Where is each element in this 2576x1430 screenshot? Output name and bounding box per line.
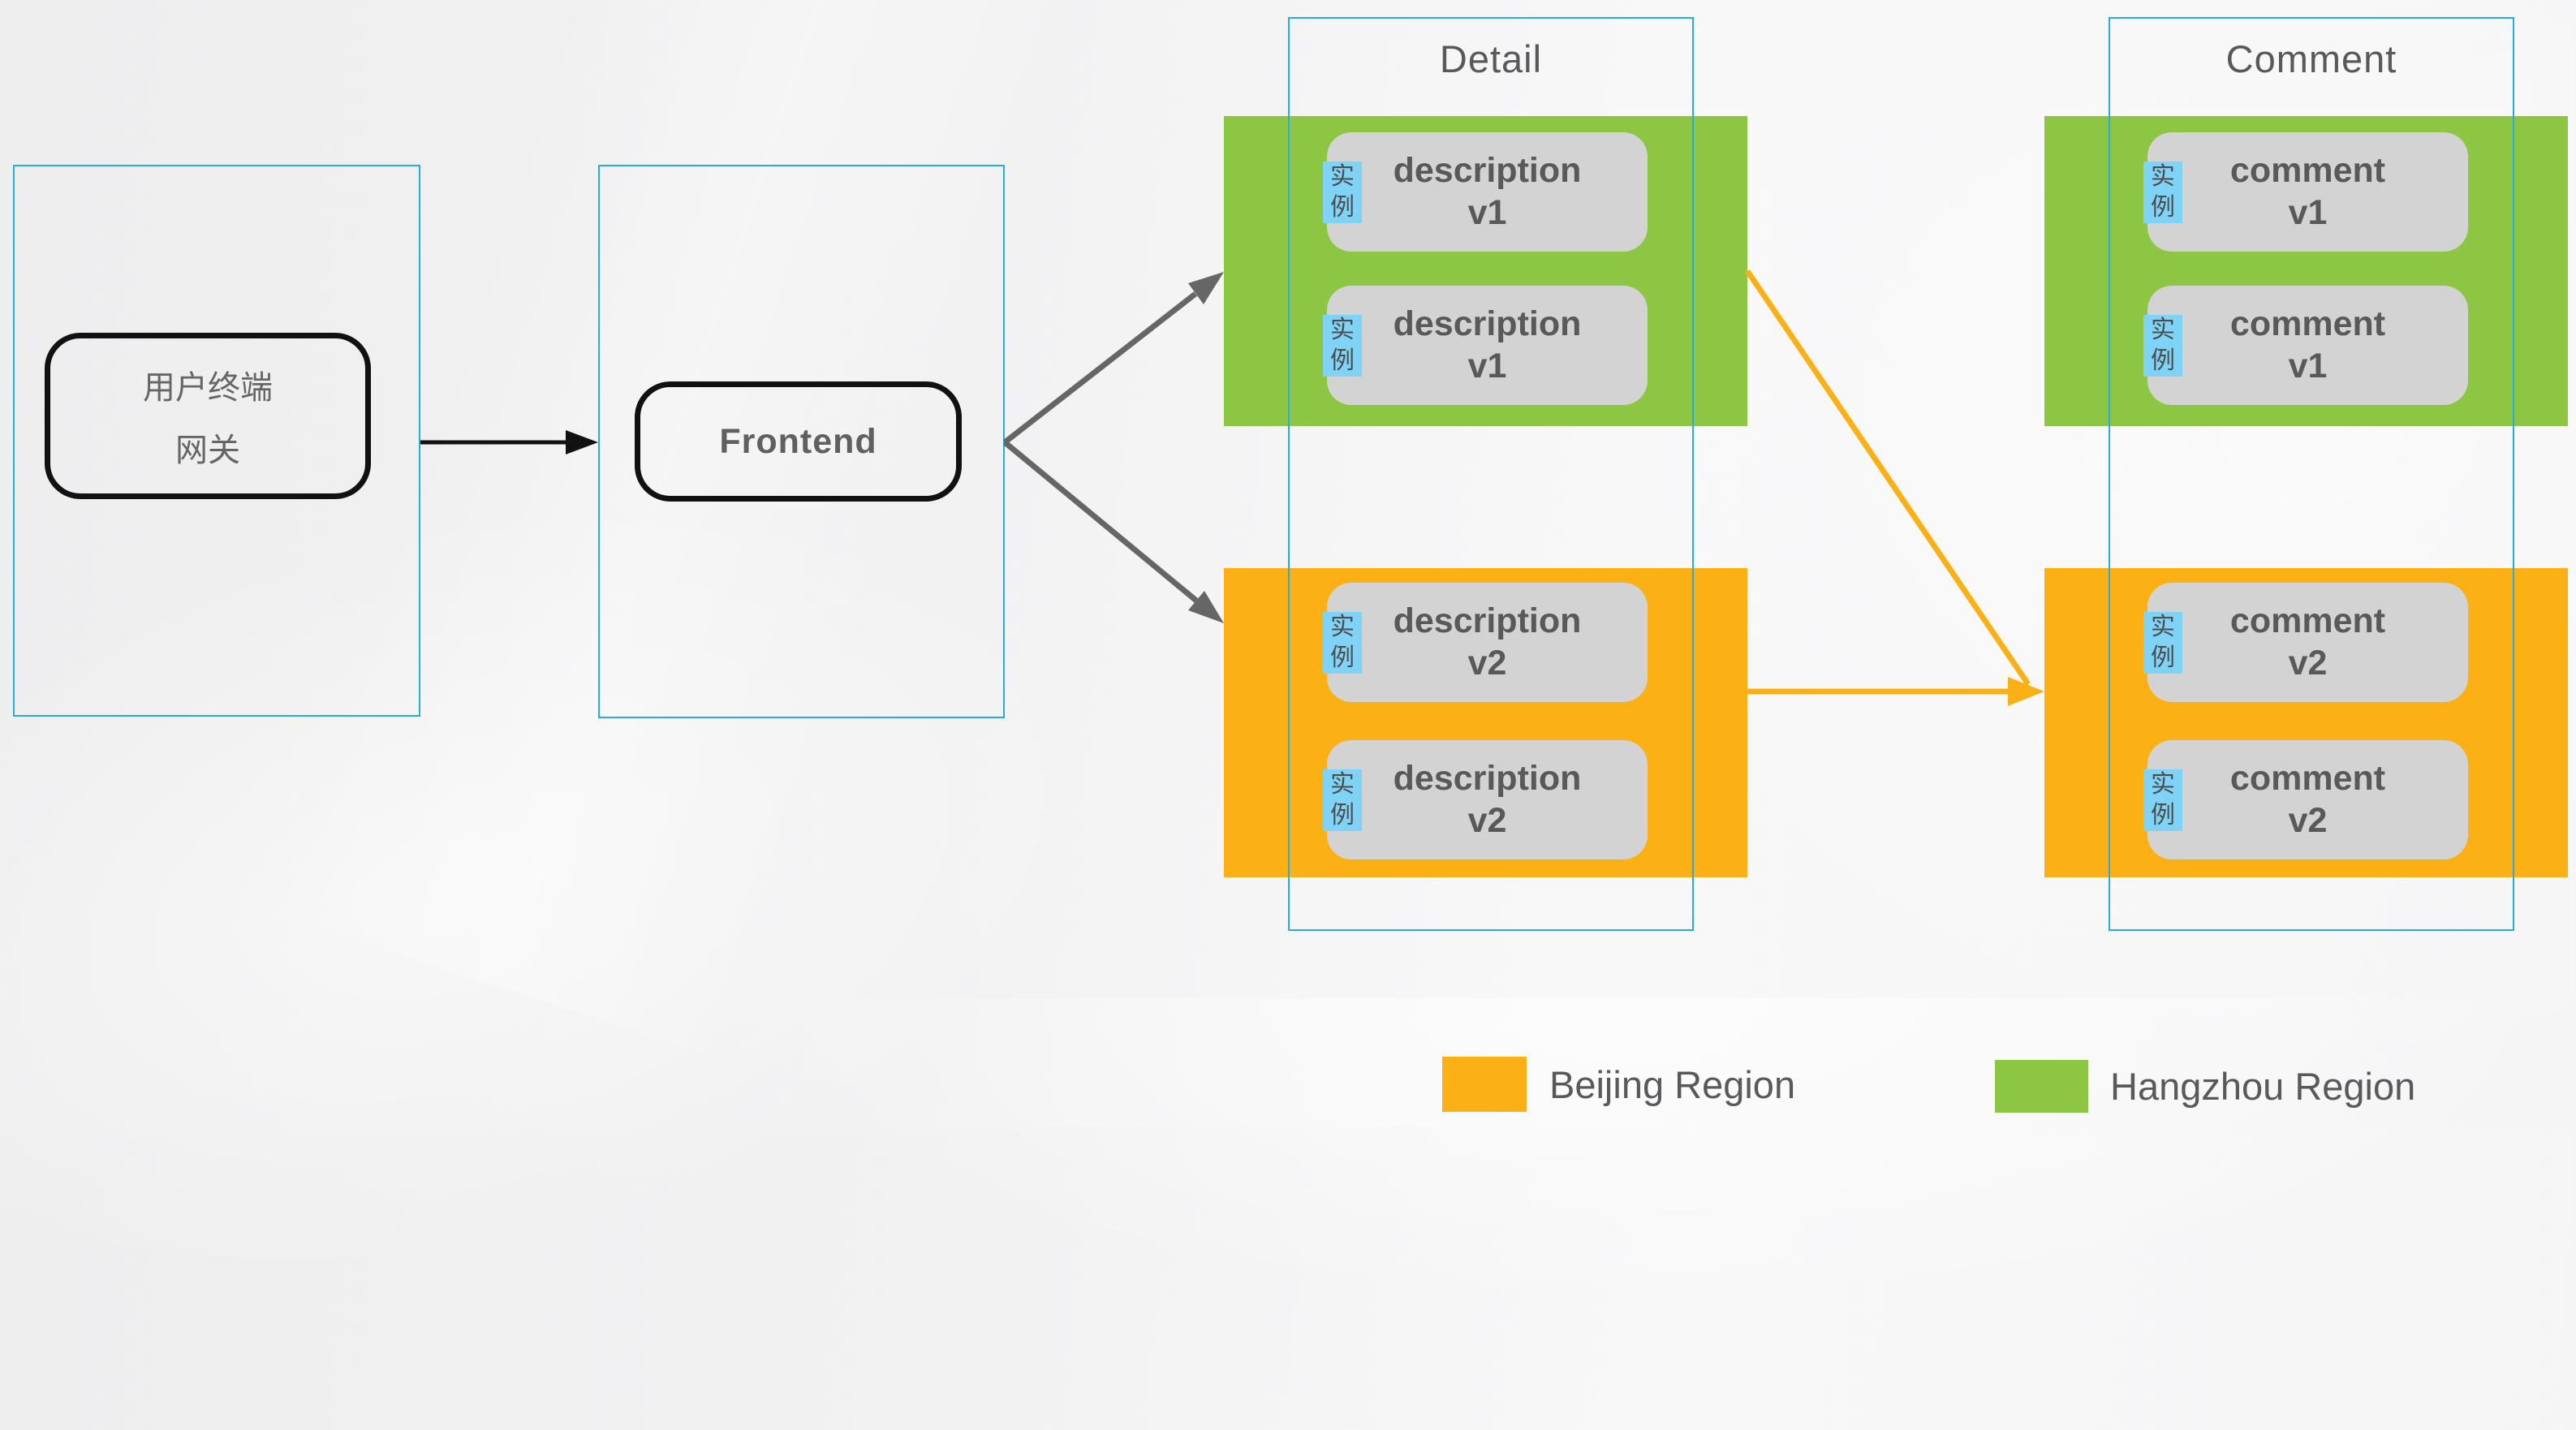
instance-version: v2	[2288, 643, 2328, 683]
legend-item-hangzhou: Hangzhou Region	[1995, 1060, 2415, 1113]
instance-version: v1	[1467, 346, 1507, 385]
instance-name: comment	[2229, 304, 2386, 343]
arrow-user-to-frontend	[420, 430, 598, 454]
legend-label-beijing: Beijing Region	[1549, 1062, 1796, 1106]
instance-name: description	[1393, 758, 1582, 798]
instance-label: description v2	[1327, 740, 1648, 859]
comment-service-container: Comment	[2109, 17, 2514, 931]
arrow-frontend-to-detail-hangzhou	[1002, 272, 1224, 445]
instance-badge: 实例	[1323, 315, 1362, 377]
legend-label-hangzhou: Hangzhou Region	[2110, 1065, 2416, 1108]
instance-label: description v1	[1327, 286, 1648, 405]
arrow-detail-hangzhou-to-comment-beijing	[1745, 269, 2031, 686]
instance-badge: 实例	[2143, 769, 2182, 831]
instance-badge: 实例	[2143, 612, 2182, 674]
instance-label: comment v1	[2147, 286, 2468, 405]
instance-card-comment-v2-1: 实例 comment v2	[2143, 583, 2468, 702]
instance-label: description v2	[1327, 583, 1648, 702]
instance-badge: 实例	[1323, 162, 1362, 223]
instance-version: v1	[2288, 346, 2328, 385]
legend-swatch-hangzhou	[1995, 1060, 2088, 1113]
user-gateway-container	[13, 165, 420, 717]
region-box-comment-hangzhou: 实例 comment v1 实例 comment v1	[2044, 116, 2568, 426]
region-box-detail-beijing: 实例 description v2 实例 description v2	[1224, 568, 1747, 877]
instance-card-comment-v1-1: 实例 comment v1	[2143, 132, 2468, 252]
background-swoosh	[730, 998, 2576, 1323]
instance-card-comment-v2-2: 实例 comment v2	[2143, 740, 2468, 859]
instance-version: v2	[2288, 800, 2328, 840]
instance-name: description	[1393, 304, 1582, 343]
instance-badge: 实例	[2143, 315, 2182, 377]
instance-card-detail-v1-1: 实例 description v1	[1323, 132, 1648, 252]
instance-card-detail-v2-1: 实例 description v2	[1323, 583, 1648, 702]
instance-name: comment	[2229, 150, 2386, 190]
instance-version: v2	[1467, 800, 1507, 840]
frontend-container	[598, 165, 1005, 718]
instance-label: comment v2	[2147, 740, 2468, 859]
region-box-comment-beijing: 实例 comment v2 实例 comment v2	[2044, 568, 2568, 877]
instance-name: comment	[2229, 601, 2386, 640]
instance-version: v2	[1467, 643, 1507, 683]
instance-badge: 实例	[1323, 612, 1362, 674]
instance-label: comment v2	[2147, 583, 2468, 702]
instance-name: description	[1393, 150, 1582, 190]
instance-card-comment-v1-2: 实例 comment v1	[2143, 286, 2468, 405]
instance-card-detail-v1-2: 实例 description v1	[1323, 286, 1648, 405]
instance-label: description v1	[1327, 132, 1648, 252]
legend-swatch-beijing	[1442, 1057, 1527, 1112]
arrow-frontend-to-detail-beijing	[1002, 440, 1224, 623]
instance-badge: 实例	[1323, 769, 1362, 831]
instance-card-detail-v2-2: 实例 description v2	[1323, 740, 1648, 859]
instance-label: comment v1	[2147, 132, 2468, 252]
instance-name: description	[1393, 601, 1582, 640]
instance-version: v1	[2288, 192, 2328, 232]
legend-item-beijing: Beijing Region	[1442, 1057, 1795, 1112]
instance-badge: 实例	[2143, 162, 2182, 223]
detail-section-title: Detail	[1439, 37, 1543, 80]
detail-service-container: Detail	[1288, 17, 1694, 931]
comment-section-title: Comment	[2225, 37, 2397, 80]
arrow-detail-beijing-to-comment-beijing	[1747, 677, 2044, 706]
region-box-detail-hangzhou: 实例 description v1 实例 description v1	[1224, 116, 1747, 426]
instance-name: comment	[2229, 758, 2386, 798]
instance-version: v1	[1467, 192, 1507, 232]
